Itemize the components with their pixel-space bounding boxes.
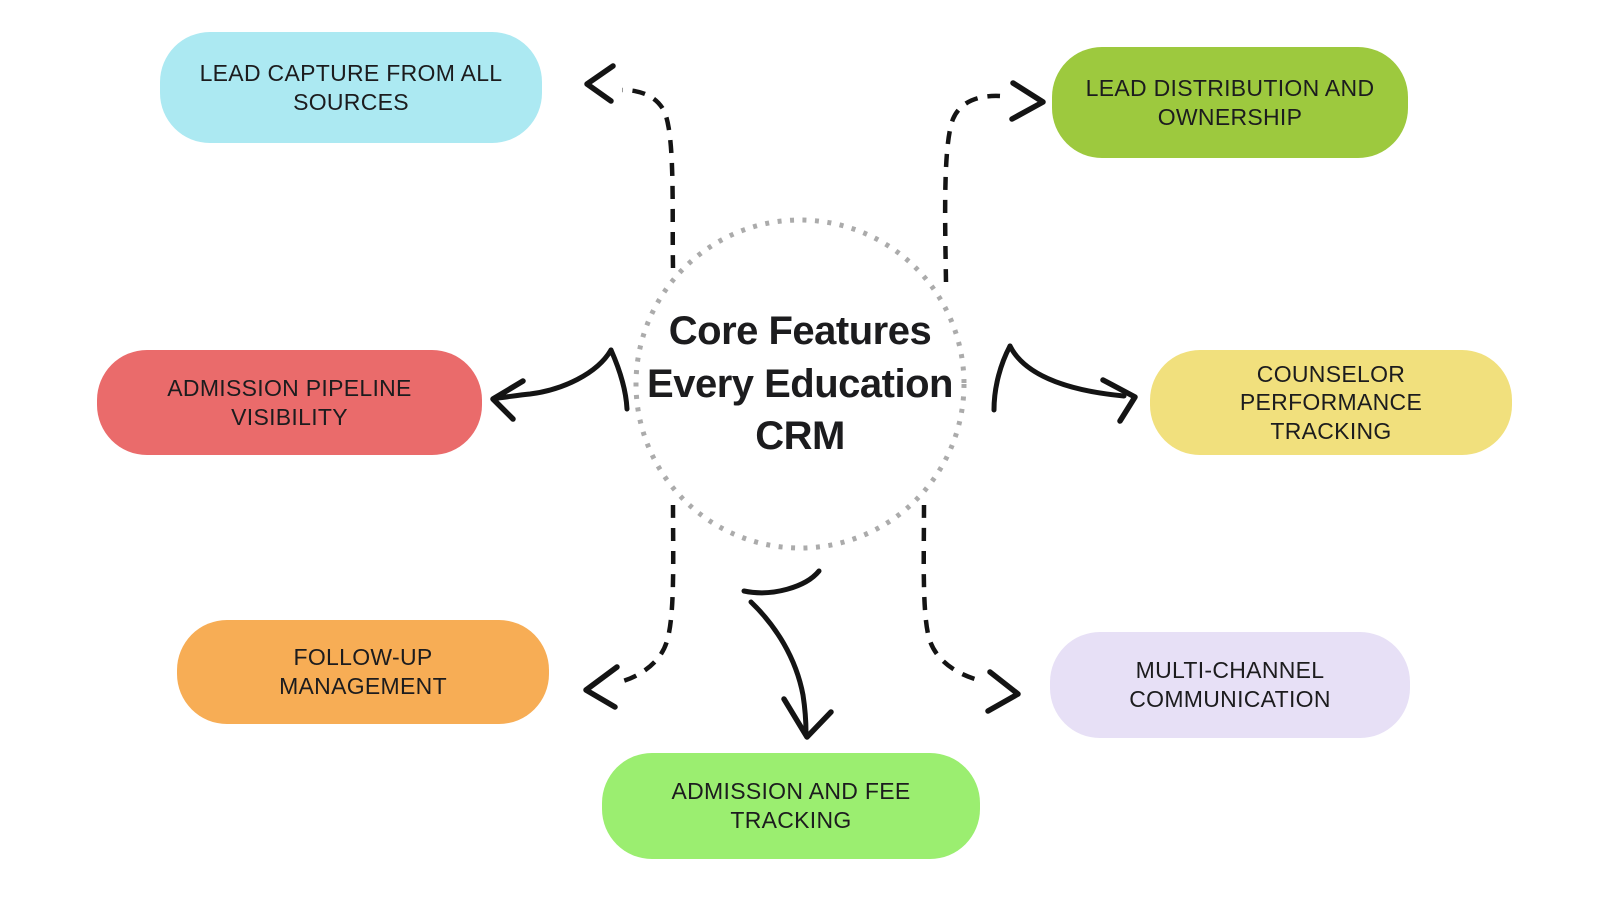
node-admission-fee: ADMISSION AND FEE TRACKING [602,753,980,859]
center-node: Core Features Every Education CRM [634,218,966,550]
node-lead-capture: LEAD CAPTURE FROM ALL SOURCES [160,32,542,143]
arrow-to-admission-pipeline [490,347,630,422]
node-follow-up-label: FOLLOW-UP MANAGEMENT [279,644,447,699]
node-admission-pipeline: ADMISSION PIPELINE VISIBILITY [97,350,482,455]
arrow-to-counselor-performance [991,343,1138,424]
node-multi-channel-label: MULTI-CHANNEL COMMUNICATION [1129,657,1331,712]
node-counselor-performance: COUNSELOR PERFORMANCE TRACKING [1150,350,1512,455]
node-admission-fee-label: ADMISSION AND FEE TRACKING [671,778,911,833]
node-multi-channel: MULTI-CHANNEL COMMUNICATION [1050,632,1410,738]
arrow-to-admission-fee [741,568,834,740]
node-lead-capture-label: LEAD CAPTURE FROM ALL SOURCES [199,59,503,115]
node-admission-pipeline-label: ADMISSION PIPELINE VISIBILITY [167,374,412,430]
node-counselor-performance-label: COUNSELOR PERFORMANCE TRACKING [1239,360,1423,444]
diagram-title: Core Features Every Education CRM [647,308,953,459]
node-lead-distribution: LEAD DISTRIBUTION AND OWNERSHIP [1052,47,1408,158]
node-lead-distribution-label: LEAD DISTRIBUTION AND OWNERSHIP [1085,74,1375,130]
node-follow-up: FOLLOW-UP MANAGEMENT [177,620,549,724]
